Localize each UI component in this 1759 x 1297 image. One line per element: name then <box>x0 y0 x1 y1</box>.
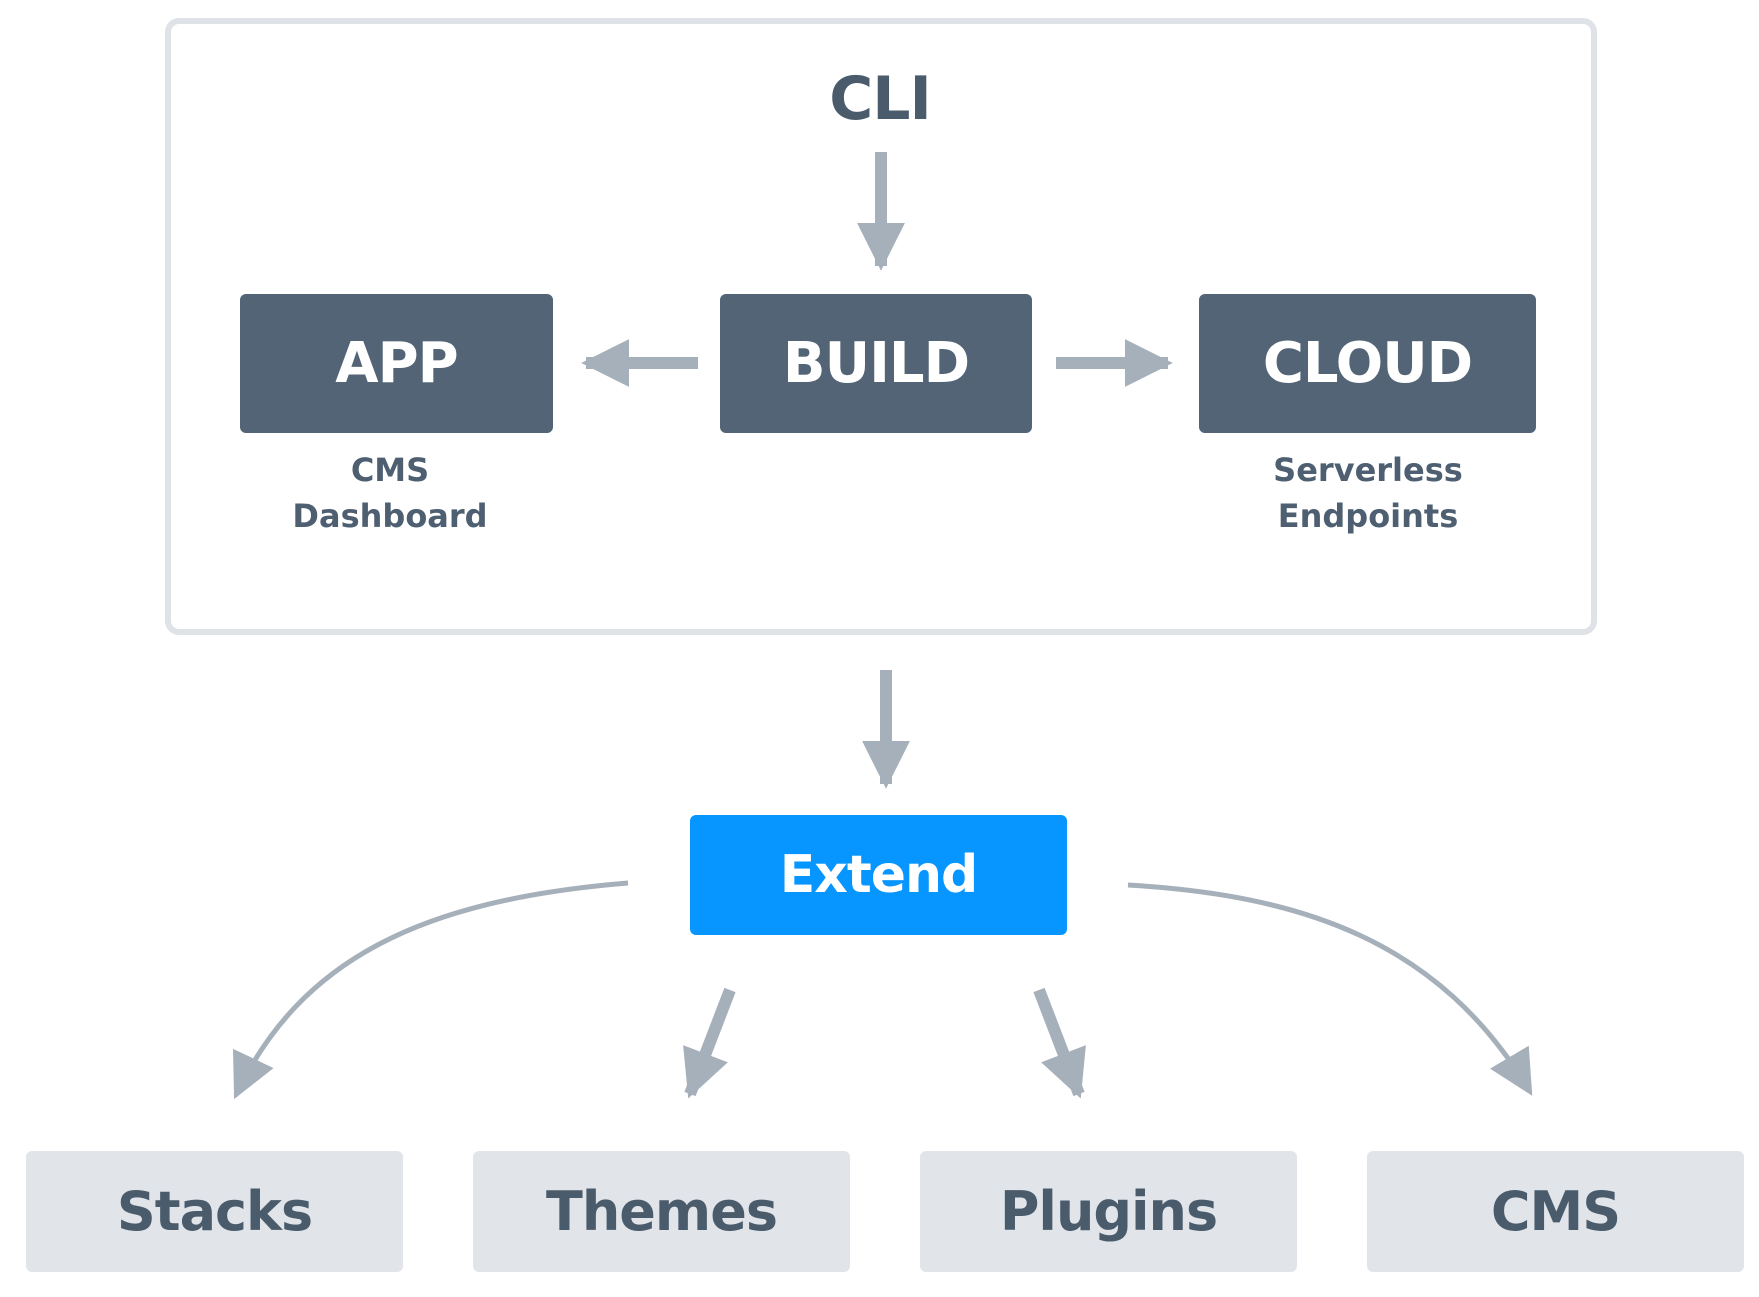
arrow-extend-to-themes <box>683 987 736 1099</box>
stacks-box: Stacks <box>26 1151 403 1272</box>
plugins-box: Plugins <box>920 1151 1297 1272</box>
arrow-extend-to-cms <box>1127 882 1533 1096</box>
cms-box: CMS <box>1367 1151 1744 1272</box>
cloud-caption: Serverless Endpoints <box>1218 447 1518 539</box>
app-box: APP <box>240 294 553 433</box>
build-box: BUILD <box>720 294 1032 433</box>
arrow-extend-to-stacks <box>233 880 629 1100</box>
cloud-caption-line-1: Serverless <box>1273 451 1463 489</box>
app-caption-line-1: CMS <box>350 451 430 489</box>
cloud-caption-line-2: Endpoints <box>1277 497 1459 535</box>
arrow-extend-to-plugins <box>1033 987 1086 1099</box>
extend-box: Extend <box>690 815 1067 935</box>
platform-frame <box>165 18 1597 635</box>
cli-label: CLI <box>829 64 932 134</box>
app-caption-line-2: Dashboard <box>292 497 488 535</box>
app-caption: CMS Dashboard <box>240 447 540 539</box>
cloud-box: CLOUD <box>1199 294 1536 433</box>
themes-box: Themes <box>473 1151 850 1272</box>
